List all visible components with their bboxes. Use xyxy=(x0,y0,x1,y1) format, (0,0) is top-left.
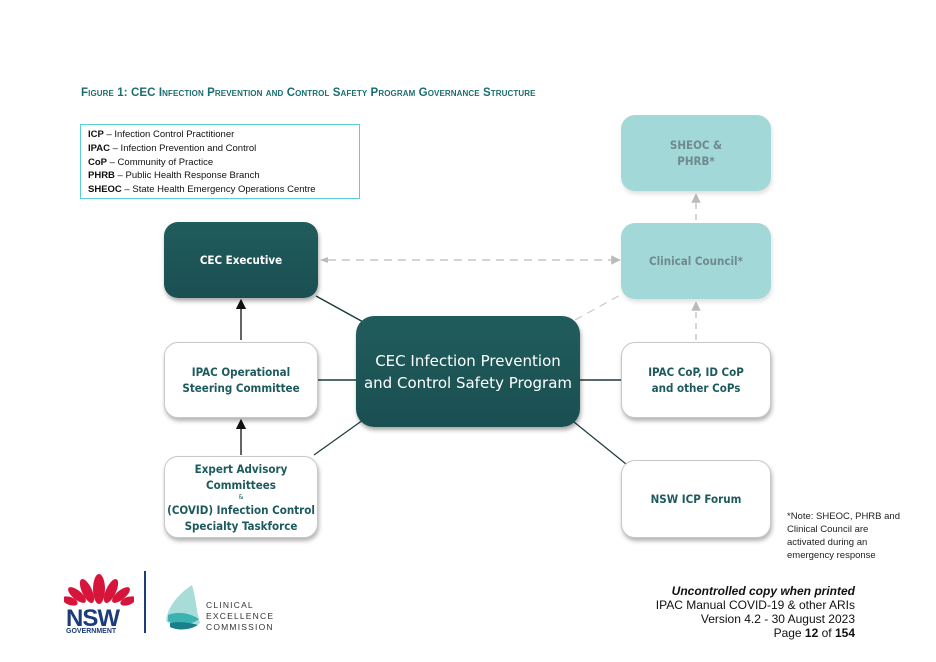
node-label: (COVID) Infection Control xyxy=(167,502,315,517)
legend-text: – Public Health Response Branch xyxy=(114,170,260,182)
legend-abbr: IPAC xyxy=(88,142,110,154)
legend-text: – Infection Control Practitioner xyxy=(103,129,235,140)
logo-divider xyxy=(144,571,146,633)
legend-item: CoP – Community of Practice xyxy=(88,156,352,170)
uncontrolled-copy-notice: Uncontrolled copy when printed xyxy=(671,584,855,598)
cec-leaf-icon xyxy=(166,585,200,630)
manual-title: IPAC Manual COVID-19 & other ARIs xyxy=(655,598,855,612)
figure-title: Figure 1: CEC Infection Prevention and C… xyxy=(81,87,536,99)
node-label: Steering Committee xyxy=(182,381,300,395)
cec-logo-line: CLINICAL xyxy=(206,600,254,610)
arrow-head-executive xyxy=(320,257,328,263)
node-sheoc-phrb: SHEOC & PHRB* xyxy=(621,115,771,191)
page-of: of xyxy=(818,626,835,640)
node-label: & xyxy=(238,492,244,501)
page-prefix: Page xyxy=(773,626,805,640)
node-label: SHEOC & xyxy=(669,138,723,152)
node-label: and Control Safety Program xyxy=(363,373,572,392)
connector-expert-center xyxy=(313,419,364,456)
node-cec-executive: CEC Executive xyxy=(164,222,318,298)
page-number: Page 12 of 154 xyxy=(656,626,855,640)
node-label: and other CoPs xyxy=(651,381,741,395)
nsw-logo-text: NSW xyxy=(66,605,120,632)
legend-text: – State Health Emergency Operations Cent… xyxy=(121,184,316,196)
note-line: Clinical Council are xyxy=(787,524,869,535)
legend-item: IPAC – Infection Prevention and Control xyxy=(88,142,352,156)
abbreviation-legend: ICP – Infection Control Practitioner IPA… xyxy=(80,124,360,199)
note-line: activated during an xyxy=(787,537,868,548)
legend-item: ICP – Infection Control Practitioner xyxy=(88,128,352,142)
node-label: Expert Advisory xyxy=(194,461,288,476)
legend-abbr: ICP xyxy=(88,129,104,140)
page-total: 154 xyxy=(834,626,855,640)
legend-abbr: PHRB xyxy=(88,170,115,182)
version-date: Version 4.2 - 30 August 2023 xyxy=(700,612,855,626)
node-label: Clinical Council* xyxy=(649,254,743,268)
connector-center-forum xyxy=(573,421,627,465)
page-current: 12 xyxy=(804,626,819,640)
node-label: PHRB* xyxy=(677,154,715,168)
node-label: IPAC CoP, ID CoP xyxy=(648,365,744,379)
government-logo-text: GOVERNMENT xyxy=(66,628,117,635)
node-label: Specialty Taskforce xyxy=(184,518,298,533)
node-label: CEC Executive xyxy=(199,253,283,267)
cec-logo-text: CLINICAL EXCELLENCE COMMISSION xyxy=(206,600,274,633)
legend-item: SHEOC – State Health Emergency Operation… xyxy=(88,183,352,197)
node-label: Committees xyxy=(206,477,276,492)
connector-executive-center xyxy=(315,295,366,324)
legend-abbr: CoP xyxy=(88,156,107,168)
note-line: emergency response xyxy=(787,550,876,561)
node-cec-ipac-safety-program: CEC Infection Prevention and Control Safe… xyxy=(356,316,580,427)
waratah-flower-icon xyxy=(64,574,134,606)
node-label: IPAC Operational xyxy=(191,365,291,379)
legend-text: – Infection Prevention and Control xyxy=(110,142,257,154)
note-line: *Note: SHEOC, PHRB and xyxy=(787,511,900,522)
dashed-center-council xyxy=(574,292,625,321)
emergency-note: *Note: SHEOC, PHRB and Clinical Council … xyxy=(787,510,917,562)
node-expert-advisory-committees: Expert Advisory Committees & (COVID) Inf… xyxy=(164,456,318,538)
legend-item: PHRB – Public Health Response Branch xyxy=(88,169,352,183)
node-clinical-council: Clinical Council* xyxy=(621,223,771,299)
cec-logo-line: EXCELLENCE xyxy=(206,611,275,621)
legend-abbr: SHEOC xyxy=(88,184,122,196)
page-footer: Uncontrolled copy when printed IPAC Manu… xyxy=(656,584,855,640)
node-ipac-cop: IPAC CoP, ID CoP and other CoPs xyxy=(621,342,771,418)
legend-text: – Community of Practice xyxy=(107,156,214,168)
cec-logo-line: COMMISSION xyxy=(206,622,274,632)
node-label: CEC Infection Prevention xyxy=(375,351,561,370)
node-nsw-icp-forum: NSW ICP Forum xyxy=(621,460,771,538)
node-label: NSW ICP Forum xyxy=(650,492,742,506)
